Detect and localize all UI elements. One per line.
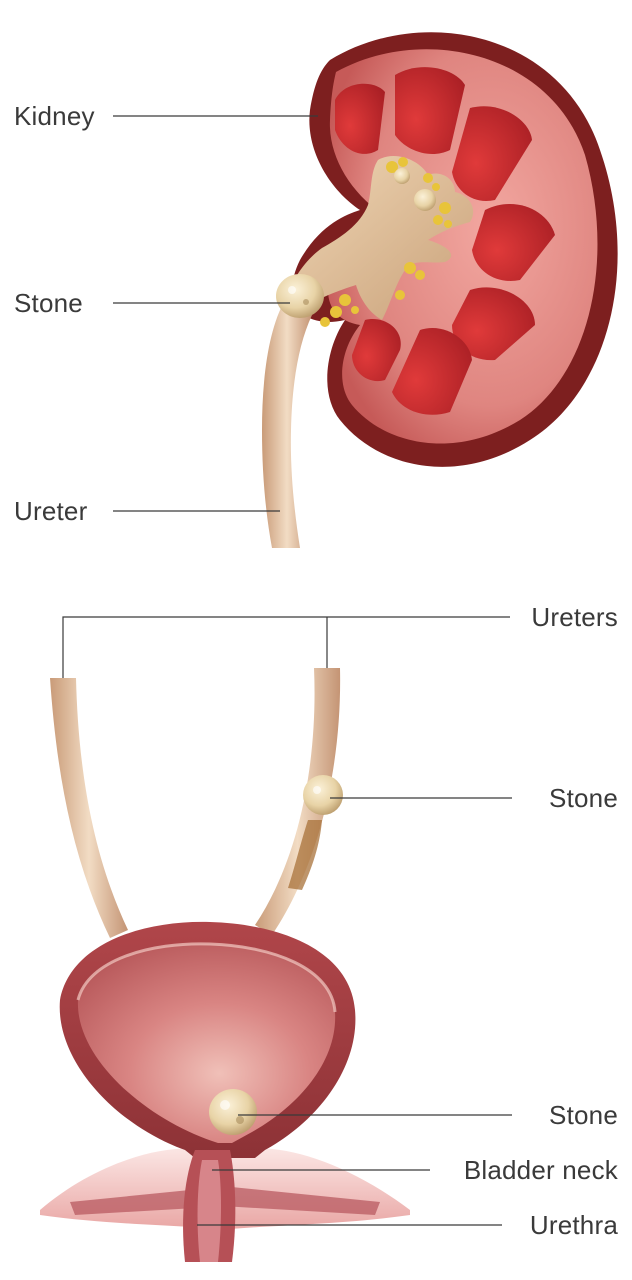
label-stone-bladder: Stone (549, 1100, 618, 1130)
label-stone-kidney: Stone (14, 288, 83, 318)
stone-bladder (209, 1089, 257, 1135)
stone-kidney (276, 274, 324, 318)
ureter-left (50, 678, 128, 938)
kidney (285, 32, 618, 467)
label-bladder-neck: Bladder neck (464, 1155, 619, 1185)
label-kidney: Kidney (14, 101, 95, 131)
label-urethra: Urethra (530, 1210, 618, 1240)
label-ureter: Ureter (14, 496, 88, 526)
label-ureters: Ureters (531, 602, 618, 632)
label-stone-ureter: Stone (549, 783, 618, 813)
stone-ureter (303, 775, 343, 815)
